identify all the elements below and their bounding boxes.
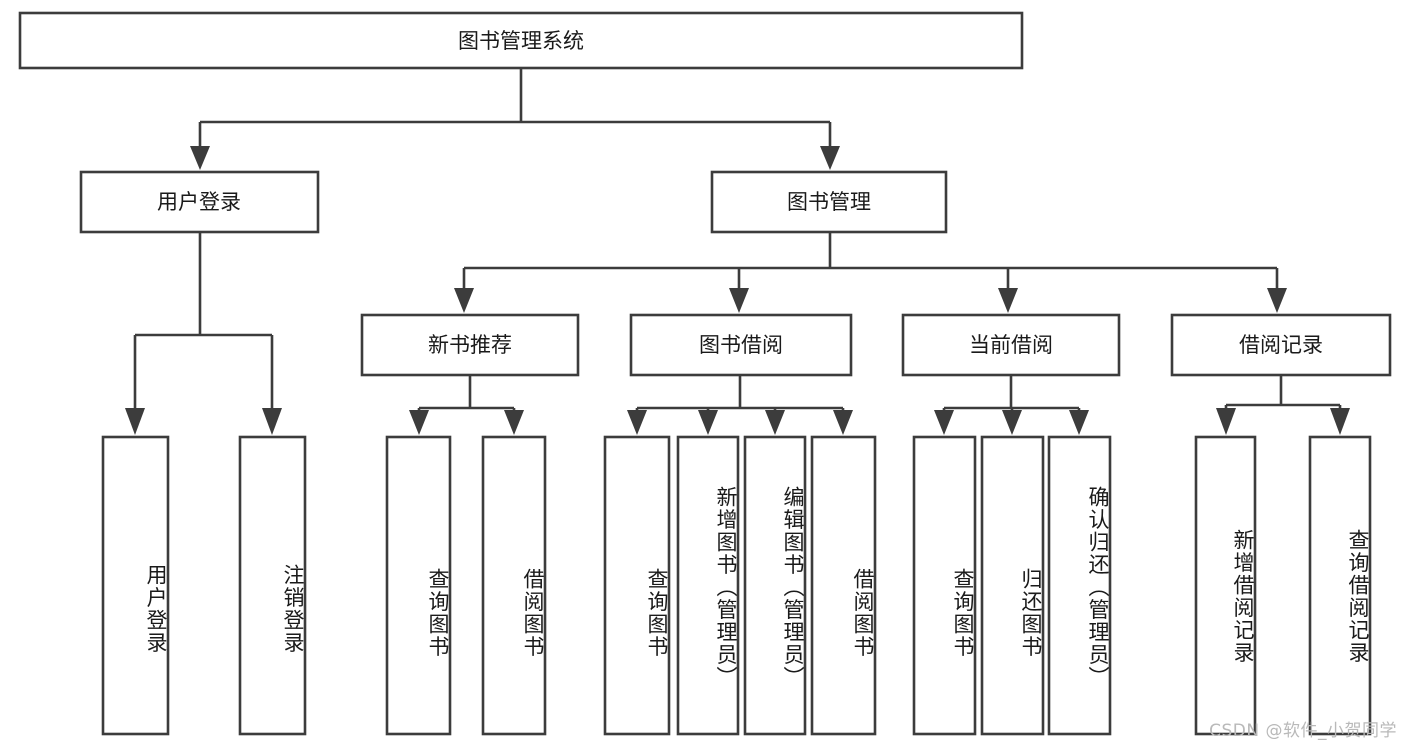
node-book-borrow-box[interactable] [629,313,853,377]
leaf-box-query-book-cb[interactable] [912,435,977,736]
connector-layer [125,68,1350,435]
leaf-box-logout[interactable] [238,435,307,736]
arrowhead-br-leaf1 [1216,408,1236,435]
node-user-login-box[interactable] [79,170,320,234]
arrowhead-bb-leaf2 [698,410,718,435]
leaf-boxes-layer [101,435,1372,736]
arrowhead-current-borrow [998,288,1018,313]
leaf-box-return-book[interactable] [980,435,1045,736]
node-borrow-record[interactable]: 借阅记录 [1170,313,1392,377]
node-user-login-label: 用户登录 [157,190,241,214]
arrowhead-leaf-logout [262,408,282,435]
node-new-book-recommend-box[interactable] [360,313,580,377]
node-root-box[interactable] [18,11,1024,70]
arrowhead-nbr-leaf2 [504,410,524,435]
leaf-box-query-borrow-record[interactable] [1308,435,1372,736]
arrowhead-book-borrow [729,288,749,313]
node-book-management-label: 图书管理 [787,190,871,214]
node-root-label: 图书管理系统 [458,29,584,53]
node-book-management-box[interactable] [710,170,948,234]
leaf-box-query-book-nbr[interactable] [385,435,452,736]
node-borrow-record-label: 借阅记录 [1239,333,1323,357]
arrowhead-borrow-record [1267,288,1287,313]
leaf-box-add-borrow-record[interactable] [1194,435,1257,736]
csdn-watermark: CSDN @软件_小贺同学 [1209,721,1397,741]
node-book-borrow[interactable]: 图书借阅 [629,313,853,377]
arrowhead-bb-leaf4 [833,410,853,435]
node-user-login[interactable]: 用户登录 [79,170,320,234]
arrowhead-bb-leaf1 [627,410,647,435]
node-book-management[interactable]: 图书管理 [710,170,948,234]
leaf-box-borrow-book-nbr[interactable] [481,435,547,736]
node-new-book-recommend[interactable]: 新书推荐 [360,313,580,377]
arrowhead-cb-leaf2 [1002,410,1022,435]
leaf-box-user-login[interactable] [101,435,170,736]
arrowhead-user-login [190,146,210,170]
leaf-box-edit-book-admin[interactable] [743,435,807,736]
arrowhead-nbr-leaf1 [409,410,429,435]
node-book-borrow-label: 图书借阅 [699,333,783,357]
node-current-borrow[interactable]: 当前借阅 [901,313,1121,377]
leaf-box-query-book-bb[interactable] [603,435,671,736]
arrowhead-cb-leaf1 [934,410,954,435]
arrowhead-leaf-user-login [125,408,145,435]
node-root[interactable]: 图书管理系统 [18,11,1024,70]
leaf-box-confirm-return-admin[interactable] [1047,435,1112,736]
node-new-book-recommend-label: 新书推荐 [428,333,512,357]
node-current-borrow-label: 当前借阅 [969,333,1053,357]
arrowhead-bb-leaf3 [765,410,785,435]
arrowhead-book-mgmt [820,146,840,170]
node-current-borrow-box[interactable] [901,313,1121,377]
arrowhead-new-book-rec [454,288,474,313]
leaf-box-add-book-admin[interactable] [676,435,740,736]
arrowhead-cb-leaf3 [1069,410,1089,435]
node-borrow-record-box[interactable] [1170,313,1392,377]
leaf-box-borrow-book-bb[interactable] [810,435,877,736]
arrowhead-br-leaf2 [1330,408,1350,435]
